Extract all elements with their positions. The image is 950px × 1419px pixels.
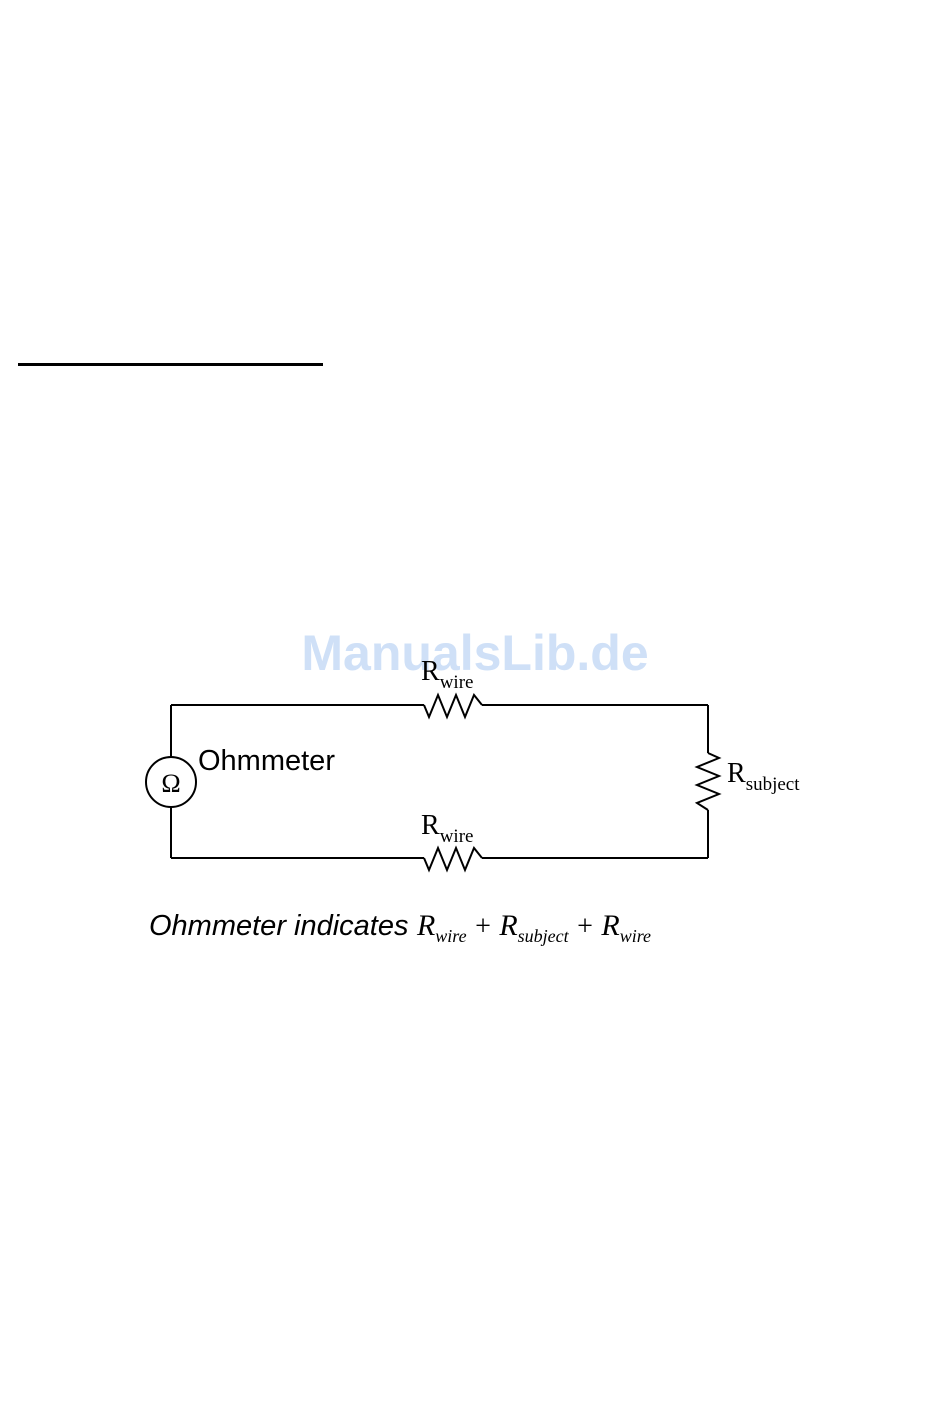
caption-term-1-sub: wire xyxy=(435,926,466,946)
resistor-subject-zigzag xyxy=(697,753,719,810)
resistor-bottom-sub: wire xyxy=(440,826,474,847)
caption-formula: Ohmmeter indicates Rwire + Rsubject + Rw… xyxy=(149,909,651,946)
caption-term-3-main: R xyxy=(600,909,619,942)
resistor-bottom-zigzag xyxy=(424,848,482,870)
resistor-bottom-main: R xyxy=(421,810,440,841)
resistor-top-label: Rwire xyxy=(421,656,473,693)
resistor-subject-main: R xyxy=(727,758,746,789)
omega-icon: Ω xyxy=(161,769,180,798)
resistor-bottom-label: Rwire xyxy=(421,810,473,847)
caption-prefix: Ohmmeter indicates xyxy=(149,910,409,942)
caption-term-2-main: R xyxy=(498,909,517,942)
caption-term-3-sub: wire xyxy=(620,926,651,946)
ohmmeter-label: Ohmmeter xyxy=(198,745,335,777)
caption-term-1-main: R xyxy=(416,909,435,942)
resistor-top-sub: wire xyxy=(440,672,474,693)
caption-plus-1: + xyxy=(475,911,491,942)
resistor-top-zigzag xyxy=(424,695,482,717)
resistor-subject-sub: subject xyxy=(746,774,801,795)
caption-term-2-sub: subject xyxy=(518,926,570,946)
resistor-subject-label: Rsubject xyxy=(727,758,800,795)
caption-plus-2: + xyxy=(577,911,593,942)
resistor-top-main: R xyxy=(421,656,440,687)
